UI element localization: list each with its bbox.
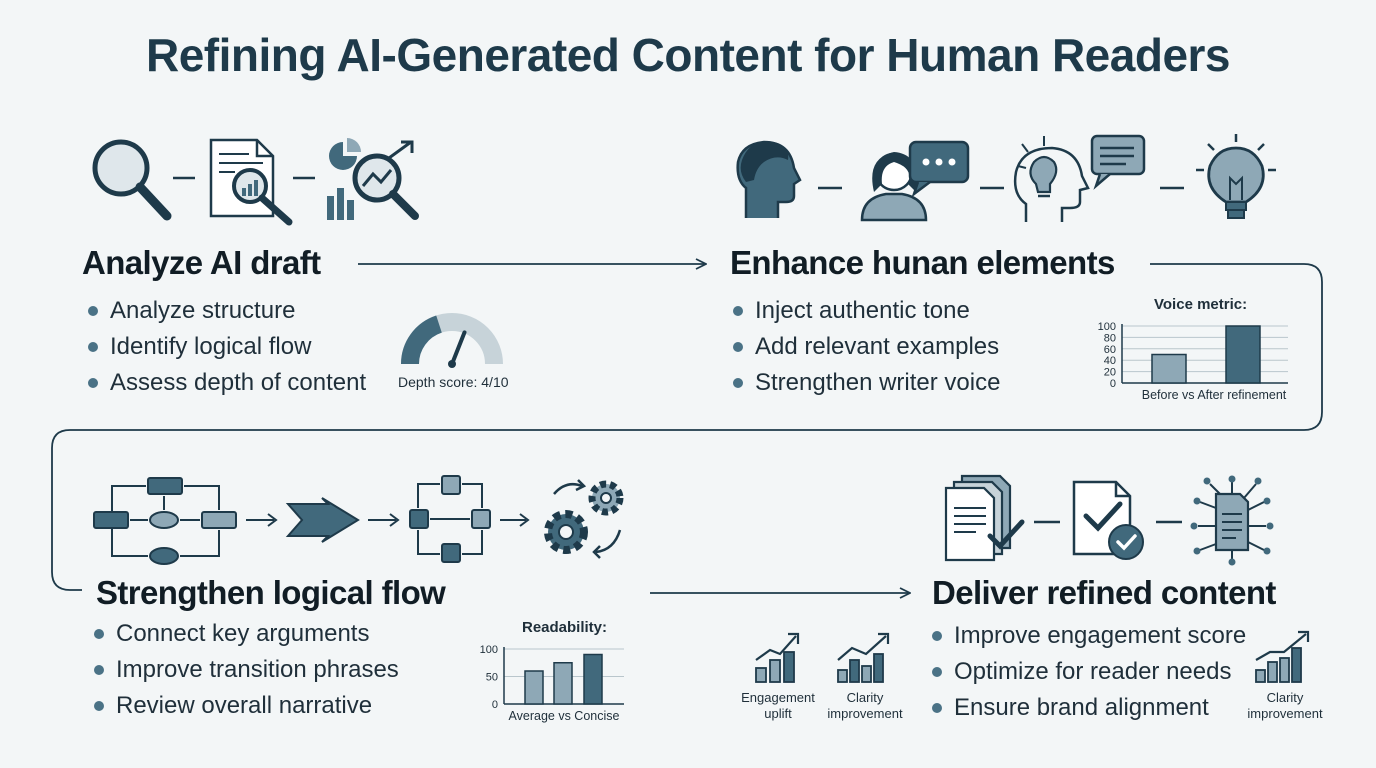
list-item: Strengthen writer voice — [733, 365, 1000, 401]
badge-label: Clarity improvement — [1247, 690, 1323, 721]
list-item: Assess depth of content — [88, 365, 366, 401]
list-item: Optimize for reader needs — [932, 654, 1246, 690]
y-tick-label: 40 — [1104, 355, 1116, 367]
document-approved-icon — [1072, 480, 1144, 560]
strengthen-title: Strengthen logical flow — [96, 574, 446, 611]
connected-nodes-icon — [409, 475, 491, 563]
bar-after-refinement — [1225, 325, 1261, 384]
list-item: Connect key arguments — [94, 616, 399, 652]
y-tick-label: 80 — [1104, 332, 1116, 344]
list-item: Ensure brand alignment — [932, 690, 1246, 726]
page-title: Refining AI-Generated Content for Human … — [145, 29, 1231, 81]
gauge-needle — [450, 330, 467, 366]
bar-average — [524, 670, 544, 705]
voice-metric-title: Voice metric: — [1154, 296, 1248, 313]
enhance-title: Enhance hunan elements — [730, 244, 1115, 281]
y-tick-label: 60 — [1104, 344, 1116, 356]
gauge-fill — [401, 315, 443, 365]
enhance-icon-row — [736, 134, 1276, 222]
readability-title: Readability: — [522, 619, 608, 636]
list-item: Add relevant examples — [733, 329, 1000, 365]
person-profile-icon — [736, 140, 802, 218]
deliver-bullet-list: Improve engagement score Optimize for re… — [932, 618, 1246, 726]
y-tick-label: 20 — [1104, 367, 1116, 379]
gears-icon — [500, 479, 624, 559]
analyze-icon-row — [92, 138, 419, 226]
document-search-icon — [209, 138, 293, 226]
head-idea-icon — [1013, 134, 1146, 222]
list-item: Inject authentic tone — [733, 293, 1000, 329]
strengthen-bullet-list: Connect key arguments Improve transition… — [94, 616, 399, 724]
document-network-icon — [1190, 475, 1274, 566]
arrow-icon — [246, 497, 400, 543]
list-item: Review overall narrative — [94, 688, 399, 724]
strengthen-icon-row — [93, 475, 624, 565]
y-tick-label: 50 — [486, 672, 498, 684]
bar-before — [1151, 353, 1187, 384]
y-tick-label: 100 — [480, 644, 498, 656]
documents-check-icon — [944, 474, 1025, 562]
depth-gauge — [401, 313, 503, 368]
deliver-icon-row — [944, 474, 1274, 566]
connector-enhance-to-strengthen — [51, 263, 1323, 591]
flowchart-icon — [93, 477, 237, 565]
analyze-bullet-list: Analyze structure Identify logical flow … — [88, 293, 366, 401]
chart-search-icon — [327, 138, 419, 220]
magnifier-icon — [92, 139, 172, 221]
list-item: Identify logical flow — [88, 329, 366, 365]
bar-concise — [583, 653, 603, 705]
y-tick-label: 0 — [492, 699, 498, 711]
list-item: Improve transition phrases — [94, 652, 399, 688]
gauge-label: Depth score: 4/10 — [398, 374, 509, 390]
list-item: Analyze structure — [88, 293, 366, 329]
lightbulb-icon — [1196, 134, 1276, 219]
y-tick-label: 0 — [1110, 378, 1116, 390]
badge-label: Clarity improvement — [827, 690, 903, 721]
analyze-title: Analyze AI draft — [82, 244, 321, 281]
deliver-title: Deliver refined content — [932, 574, 1276, 611]
x-axis-label: Average vs Concise — [509, 709, 620, 723]
bar-mid — [553, 662, 573, 705]
badge-label: Engagement uplift — [741, 690, 815, 721]
growth-chart-icon — [1255, 630, 1310, 683]
person-speech-icon — [860, 140, 970, 222]
x-axis-label: Before vs After refinement — [1142, 388, 1287, 402]
growth-chart-icon — [755, 632, 800, 683]
enhance-bullet-list: Inject authentic tone Add relevant examp… — [733, 293, 1000, 401]
y-tick-label: 100 — [1098, 321, 1116, 333]
list-item: Improve engagement score — [932, 618, 1246, 654]
growth-chart-icon — [837, 632, 890, 683]
